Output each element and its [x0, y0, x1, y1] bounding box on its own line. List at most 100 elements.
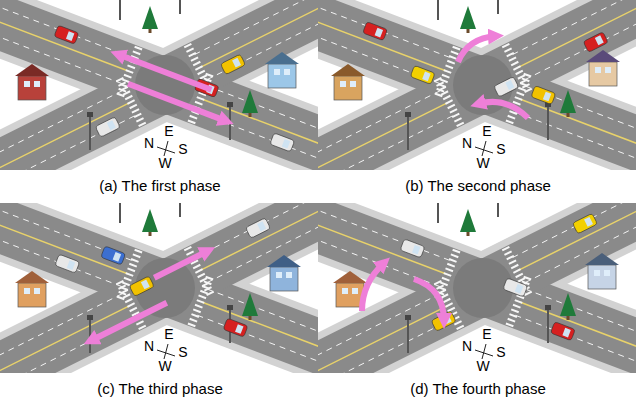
car-body [572, 213, 597, 234]
center-line [0, 103, 129, 170]
lane-line [0, 90, 123, 170]
building [334, 76, 362, 100]
compass-letter: W [476, 156, 489, 171]
lane-line [0, 0, 123, 84]
lane-line [207, 289, 318, 373]
building-roof [267, 255, 301, 267]
intersection-scene [0, 203, 318, 373]
lamp-head [227, 102, 233, 107]
tree [142, 6, 158, 29]
car [410, 65, 435, 84]
road [0, 0, 318, 170]
lamp-head [405, 315, 411, 320]
compass-letter: E [482, 124, 491, 139]
lane-line [197, 315, 318, 373]
car-body [101, 246, 126, 265]
center-line [0, 306, 129, 373]
center-line [0, 203, 128, 274]
compass-letter: E [164, 327, 173, 342]
tree [242, 90, 258, 113]
lane-line [318, 90, 441, 170]
building-window [595, 67, 601, 73]
car-body [410, 65, 435, 84]
car [220, 54, 245, 75]
crosswalk [437, 79, 460, 126]
center-line [519, 0, 636, 67]
car [101, 246, 126, 265]
lamp-head [87, 315, 93, 320]
car-window [107, 120, 116, 130]
car [572, 213, 597, 234]
car-window [584, 217, 593, 227]
lane-line [318, 115, 453, 170]
car [55, 254, 80, 273]
compass-line [482, 141, 486, 156]
movement-arrow [458, 36, 496, 62]
car [223, 318, 248, 337]
movement-arrow [91, 303, 167, 341]
compass-letter: S [496, 345, 505, 360]
car-body [400, 239, 425, 258]
building-window [342, 288, 348, 294]
lane-line [318, 0, 451, 58]
building-roof [586, 50, 620, 62]
building-window [350, 81, 356, 87]
compass-letter: S [496, 142, 505, 157]
lane-line [0, 203, 123, 287]
lamp-post [547, 106, 549, 140]
car [531, 86, 556, 105]
car [270, 133, 295, 152]
center-line [519, 203, 636, 270]
car-window [113, 252, 121, 262]
lane-line [525, 86, 636, 170]
tree [560, 293, 576, 316]
car-window [562, 328, 570, 338]
lane-line [0, 115, 135, 170]
car-window [67, 260, 75, 270]
panel-caption: (c) The third phase [97, 381, 223, 398]
car-body [129, 276, 154, 297]
lane-line [515, 315, 636, 373]
building-roof [15, 271, 49, 283]
center-line [0, 0, 128, 71]
road [0, 203, 318, 373]
lamp-head [405, 112, 411, 117]
car-window [232, 58, 241, 68]
car-window [66, 31, 74, 41]
lamp-post [179, 203, 181, 217]
panel-caption: (d) The fourth phase [410, 381, 546, 398]
compass-letter: N [144, 339, 154, 354]
building-window [284, 69, 290, 75]
car-body [223, 318, 248, 337]
lane-line [207, 203, 318, 283]
compass-letter: N [144, 136, 154, 151]
lane-line [513, 203, 636, 258]
tree [560, 90, 576, 113]
building-roof [333, 271, 367, 283]
car-body [54, 25, 79, 44]
lane-line [525, 0, 636, 80]
building-window [352, 288, 358, 294]
car-body [550, 322, 575, 341]
car [550, 322, 575, 341]
building-roof [585, 253, 619, 265]
building-window [34, 288, 40, 294]
building-window [24, 288, 30, 294]
car-window [235, 324, 243, 334]
lamp-post [89, 116, 91, 150]
panel-caption: (b) The second phase [405, 178, 551, 195]
movement-arrow [414, 279, 444, 321]
lamp-head [545, 305, 551, 310]
panel-caption: (a) The first phase [99, 178, 220, 195]
compass-line [482, 344, 486, 359]
compass-letter: E [482, 327, 491, 342]
compass-letter: N [462, 136, 472, 151]
building-window [340, 81, 346, 87]
car [129, 276, 154, 297]
car [494, 77, 519, 98]
car-window [412, 245, 420, 255]
junction [135, 258, 195, 318]
center-line [201, 203, 318, 270]
lamp-post [179, 0, 181, 14]
